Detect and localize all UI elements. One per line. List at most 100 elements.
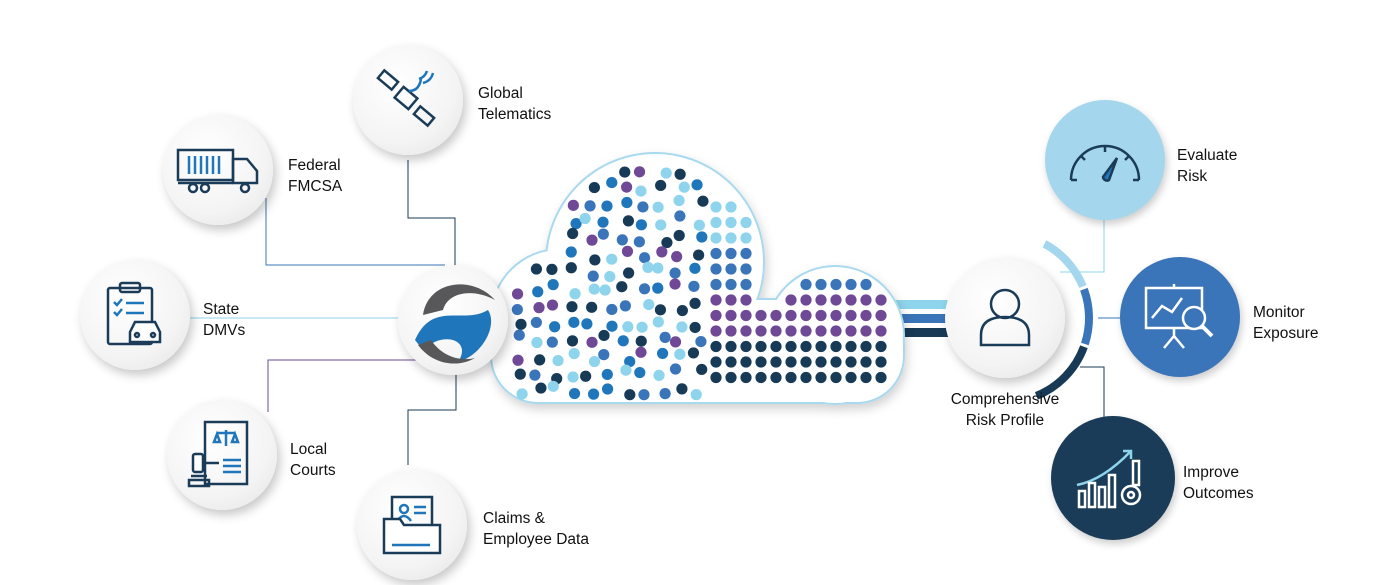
data-dot xyxy=(740,294,752,306)
data-dot xyxy=(656,246,668,258)
data-dot xyxy=(710,263,722,275)
data-dot xyxy=(674,210,686,222)
data-dot xyxy=(830,371,842,384)
label-line: State xyxy=(203,301,240,318)
s-logo-icon xyxy=(415,284,495,364)
data-dot xyxy=(601,368,613,381)
data-dot xyxy=(621,245,634,257)
data-dot xyxy=(598,349,610,361)
risk-profile-node xyxy=(945,258,1065,378)
data-dot xyxy=(710,232,722,244)
data-dot xyxy=(785,371,797,384)
data-dot xyxy=(693,219,705,231)
data-dot xyxy=(547,380,559,392)
data-dot xyxy=(642,261,654,273)
profile-arc-navy xyxy=(1034,345,1088,400)
profile-arc-mid xyxy=(1080,287,1093,346)
data-dot xyxy=(860,309,872,322)
data-dot xyxy=(755,340,767,353)
data-dot xyxy=(567,227,579,240)
telematics-connector xyxy=(407,160,456,268)
gauge-icon xyxy=(1069,144,1141,182)
data-dot xyxy=(635,219,647,231)
label-line: Comprehensive xyxy=(950,391,1060,408)
data-dot xyxy=(581,318,593,330)
label-line: Telematics xyxy=(478,106,552,123)
label-line: Employee Data xyxy=(483,531,589,548)
satellite-icon xyxy=(376,68,436,128)
label-line: DMVs xyxy=(203,322,246,339)
data-dot xyxy=(676,321,688,333)
data-dot xyxy=(654,304,667,316)
data-dot xyxy=(710,201,722,213)
data-dot xyxy=(535,382,547,394)
fmcsa-node xyxy=(163,115,273,225)
data-dot xyxy=(669,278,681,290)
data-dot xyxy=(815,309,827,322)
data-dot xyxy=(597,216,609,228)
data-dot xyxy=(740,278,752,291)
data-dot xyxy=(511,288,524,300)
data-dot xyxy=(740,263,752,275)
data-dot xyxy=(845,309,857,322)
data-dot xyxy=(621,181,633,193)
data-dot xyxy=(569,288,581,300)
data-dot xyxy=(547,279,559,291)
data-dot xyxy=(589,254,601,266)
data-dot xyxy=(616,281,628,293)
data-dot xyxy=(725,309,737,322)
data-dot xyxy=(621,196,633,209)
data-dot xyxy=(710,356,722,368)
data-dot xyxy=(635,185,647,197)
truck-icon xyxy=(176,148,259,194)
data-dot xyxy=(860,371,872,384)
data-dot xyxy=(534,354,546,366)
data-dot xyxy=(673,194,685,207)
data-dot xyxy=(755,371,767,384)
data-dot xyxy=(659,331,671,343)
data-dot xyxy=(693,249,705,261)
data-dot xyxy=(696,231,708,243)
telematics-node xyxy=(353,45,463,155)
data-dot xyxy=(676,383,688,395)
data-dot xyxy=(656,347,669,360)
data-dot xyxy=(606,176,618,189)
data-dot xyxy=(815,371,827,384)
data-dot xyxy=(845,294,857,306)
data-dot xyxy=(830,278,842,291)
label-line: Courts xyxy=(290,462,336,479)
data-dot xyxy=(710,294,722,306)
data-dot xyxy=(635,346,647,358)
data-dot xyxy=(588,283,600,295)
data-dot xyxy=(653,369,665,381)
data-dot xyxy=(689,262,701,274)
user-icon xyxy=(979,288,1031,347)
dmv-node xyxy=(80,260,190,370)
data-dot xyxy=(740,325,752,337)
data-dot xyxy=(638,389,650,401)
data-dot xyxy=(860,294,872,306)
data-dot xyxy=(830,340,842,353)
data-dot xyxy=(586,301,598,313)
data-dot xyxy=(688,280,700,292)
data-dot xyxy=(604,270,616,283)
claims-node xyxy=(357,470,467,580)
data-dot xyxy=(669,267,681,279)
data-dot xyxy=(710,371,722,384)
data-dot xyxy=(830,356,842,368)
data-dot xyxy=(622,215,635,227)
data-dot xyxy=(689,297,701,309)
data-dot xyxy=(565,246,577,258)
data-dot xyxy=(673,229,685,242)
data-dot xyxy=(860,340,872,353)
data-dot xyxy=(740,309,752,322)
data-dot xyxy=(860,325,872,337)
data-dot xyxy=(690,389,702,401)
data-dot xyxy=(622,321,634,333)
data-dot xyxy=(579,212,591,225)
data-dot xyxy=(689,321,701,334)
courts-connector xyxy=(267,359,425,412)
